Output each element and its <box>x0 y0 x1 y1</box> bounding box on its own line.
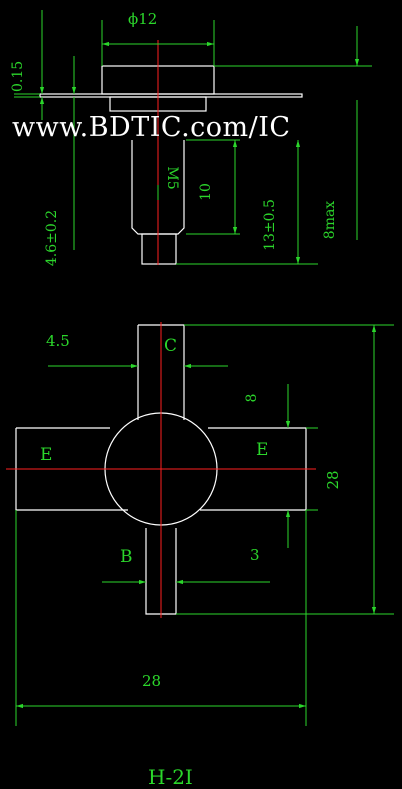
thread-label: M5 <box>164 166 180 189</box>
stud-label: 4.6±0.2 <box>44 210 60 266</box>
total-height-label: 13±0.5 <box>262 199 278 251</box>
pin-e-right-label: E <box>256 440 268 460</box>
watermark: www.BDTIC.com/IC <box>12 112 291 143</box>
thickness-label: 0.15 <box>10 61 26 92</box>
lead-width-label: 8 <box>244 394 260 403</box>
package-name: H-2I <box>148 765 193 789</box>
pin-e-left-label: E <box>40 445 52 465</box>
side-dimensions <box>14 10 372 265</box>
max-height-label: 8max <box>322 201 338 240</box>
pin-c-label: C <box>164 336 177 356</box>
dia-label: ϕ12 <box>128 10 157 28</box>
top-width-label: 28 <box>142 672 161 690</box>
top-view: 4.5 C E E 8 28 B 3 28 H-2I <box>6 322 394 789</box>
height-label: 10 <box>198 183 214 201</box>
top-height-label: 28 <box>324 470 342 489</box>
offset-label: 4.5 <box>46 332 70 350</box>
pin-b-label: B <box>120 547 133 567</box>
side-view: ϕ12 0.15 M5 10 13±0.5 4.6±0.2 8max www.B… <box>10 10 372 266</box>
pin3-label: 3 <box>250 546 260 564</box>
top-centerlines <box>6 322 316 618</box>
top-dimensions <box>15 324 394 726</box>
